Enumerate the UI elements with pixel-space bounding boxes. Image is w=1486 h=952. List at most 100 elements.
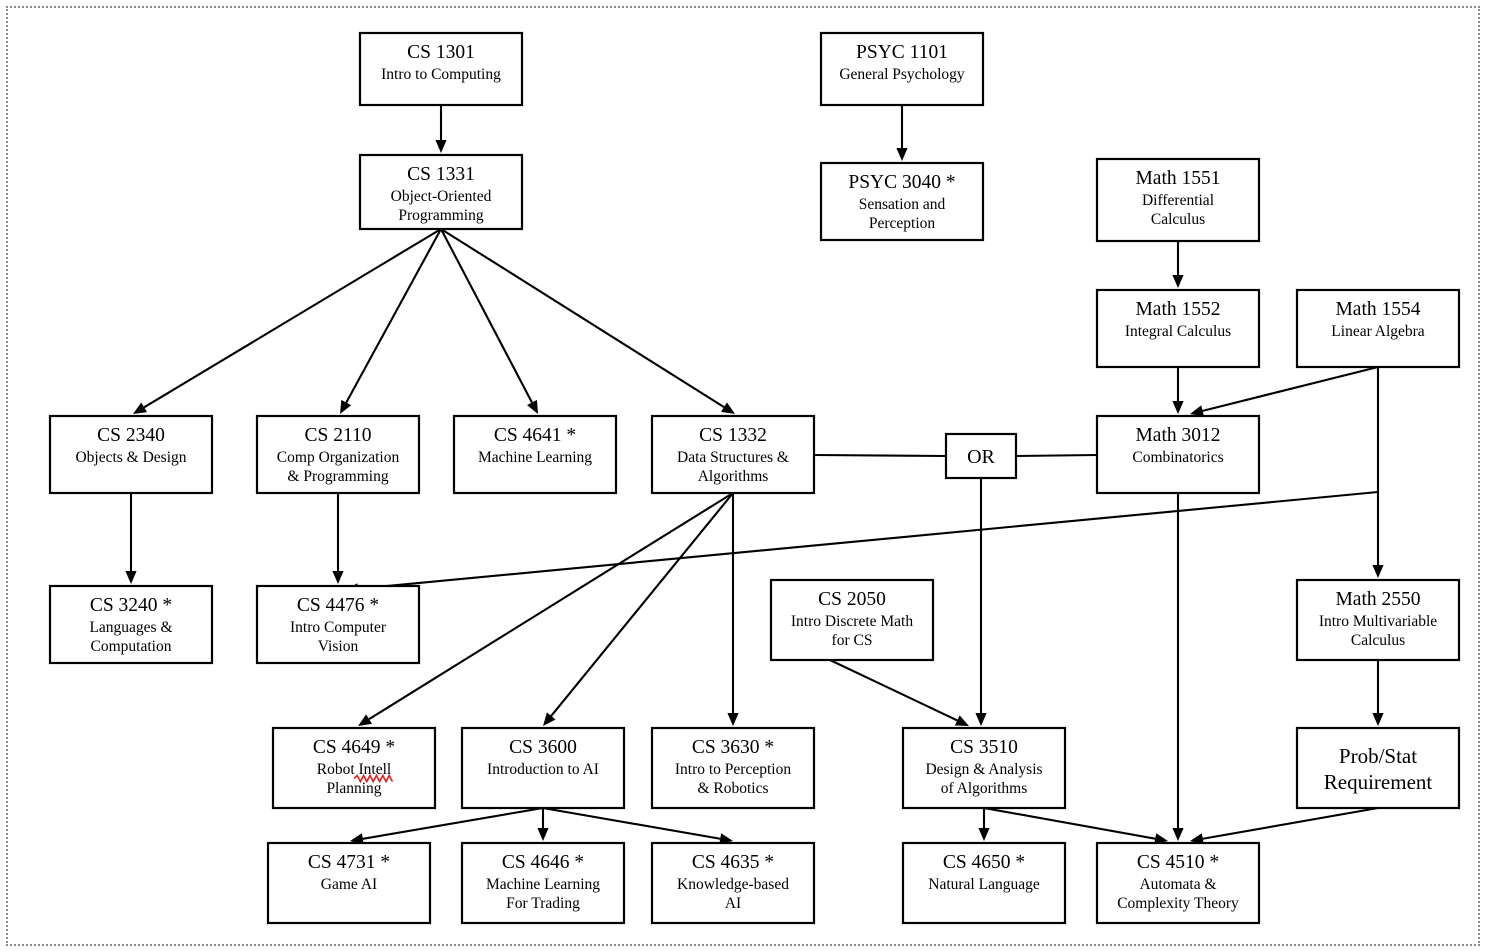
node-box[interactable] — [1095, 841, 1261, 925]
course-node-cs4650[interactable]: CS 4650 *Natural Language — [901, 841, 1067, 925]
node-box[interactable] — [901, 726, 1067, 810]
node-box[interactable] — [819, 31, 985, 107]
arrowhead-icon — [125, 571, 137, 584]
node-box[interactable] — [901, 841, 1067, 925]
arrowhead-icon — [527, 399, 538, 414]
edge-cs1332-to-cs3630 — [727, 493, 739, 726]
node-title-line: Intro Discrete Math — [791, 613, 913, 630]
node-title-line: & Robotics — [697, 780, 768, 797]
node-code: CS 2340 — [97, 425, 165, 446]
course-node-cs3630[interactable]: CS 3630 *Intro to Perception& Robotics — [650, 726, 816, 810]
node-title-line: Complexity Theory — [1117, 895, 1239, 912]
node-box[interactable] — [271, 726, 437, 810]
node-code: CS 4646 * — [502, 852, 584, 873]
edge-math1554-to-math2550 — [1372, 367, 1384, 578]
node-title-line: For Trading — [506, 895, 580, 912]
node-box[interactable] — [358, 31, 524, 107]
node-box[interactable] — [1095, 414, 1261, 495]
node-code: CS 4635 * — [692, 852, 774, 873]
node-code: CS 1332 — [699, 425, 767, 446]
edge-cs3600-to-cs4731 — [350, 806, 544, 845]
node-box[interactable] — [255, 584, 421, 665]
course-node-cs3240[interactable]: CS 3240 *Languages &Computation — [48, 584, 214, 665]
node-code: CS 4649 * — [313, 737, 395, 758]
edge-line — [440, 228, 725, 408]
arrowhead-icon — [332, 571, 344, 584]
node-box[interactable] — [358, 153, 524, 231]
arrowhead-icon — [1172, 275, 1184, 288]
edge-cs3510-to-cs4650 — [978, 808, 990, 841]
arrowhead-icon — [721, 402, 735, 414]
node-box[interactable] — [266, 841, 432, 925]
edge-line — [345, 228, 442, 404]
edge-cs2110-to-cs4476 — [332, 493, 344, 584]
node-box[interactable] — [1295, 288, 1461, 369]
arrowhead-icon — [133, 402, 148, 414]
edge-line — [368, 492, 734, 721]
edge-or-to-cs3510 — [975, 478, 987, 726]
course-node-cs4510[interactable]: CS 4510 *Automata &Complexity Theory — [1095, 841, 1261, 925]
node-code: Prob/Stat — [1339, 744, 1417, 768]
node-box[interactable] — [1295, 578, 1461, 662]
node-title-line: & Programming — [287, 468, 388, 485]
node-box[interactable] — [769, 578, 935, 662]
node-box[interactable] — [944, 432, 1018, 480]
edge-cs1301-to-cs1331 — [435, 105, 447, 153]
course-node-cs4731[interactable]: CS 4731 *Game AI — [266, 841, 432, 925]
node-box[interactable] — [452, 414, 618, 495]
node-box[interactable] — [460, 726, 626, 810]
edge-cs1332-to-or — [813, 453, 947, 458]
node-title-line: Introduction to AI — [487, 761, 599, 778]
node-box[interactable] — [650, 841, 816, 925]
node-box[interactable] — [650, 726, 816, 810]
node-code: PSYC 3040 * — [848, 172, 955, 193]
node-code: CS 4641 * — [494, 425, 576, 446]
node-title-line: Calculus — [1151, 211, 1205, 228]
node-box[interactable] — [48, 414, 214, 495]
course-node-or[interactable]: OR — [944, 432, 1018, 480]
node-box[interactable] — [460, 841, 626, 925]
course-node-cs4641[interactable]: CS 4641 * Machine Learning — [452, 414, 618, 495]
node-box[interactable] — [1295, 726, 1461, 810]
node-code: CS 4476 * — [297, 595, 379, 616]
node-box[interactable] — [819, 161, 985, 242]
node-box[interactable] — [650, 414, 816, 495]
node-title-line: Intro Computer — [290, 619, 387, 636]
arrowhead-icon — [896, 148, 908, 161]
node-box[interactable] — [1095, 288, 1261, 369]
edge-line — [542, 806, 721, 840]
node-box[interactable] — [255, 414, 421, 495]
spellcheck-squiggle-icon — [353, 773, 394, 784]
edge-line — [362, 806, 544, 840]
node-title-line: Machine Learning — [486, 876, 600, 893]
arrowhead-icon — [1190, 405, 1204, 417]
edge-line — [829, 659, 958, 722]
node-box[interactable] — [1095, 157, 1261, 243]
edge-cs3600-to-cs4635 — [542, 806, 733, 845]
node-title-line: Machine Learning — [478, 449, 592, 466]
node-box[interactable] — [48, 584, 214, 665]
arrowhead-icon — [975, 713, 987, 726]
node-title-line: Data Structures & — [677, 449, 789, 466]
node-title-line: Calculus — [1351, 632, 1405, 649]
